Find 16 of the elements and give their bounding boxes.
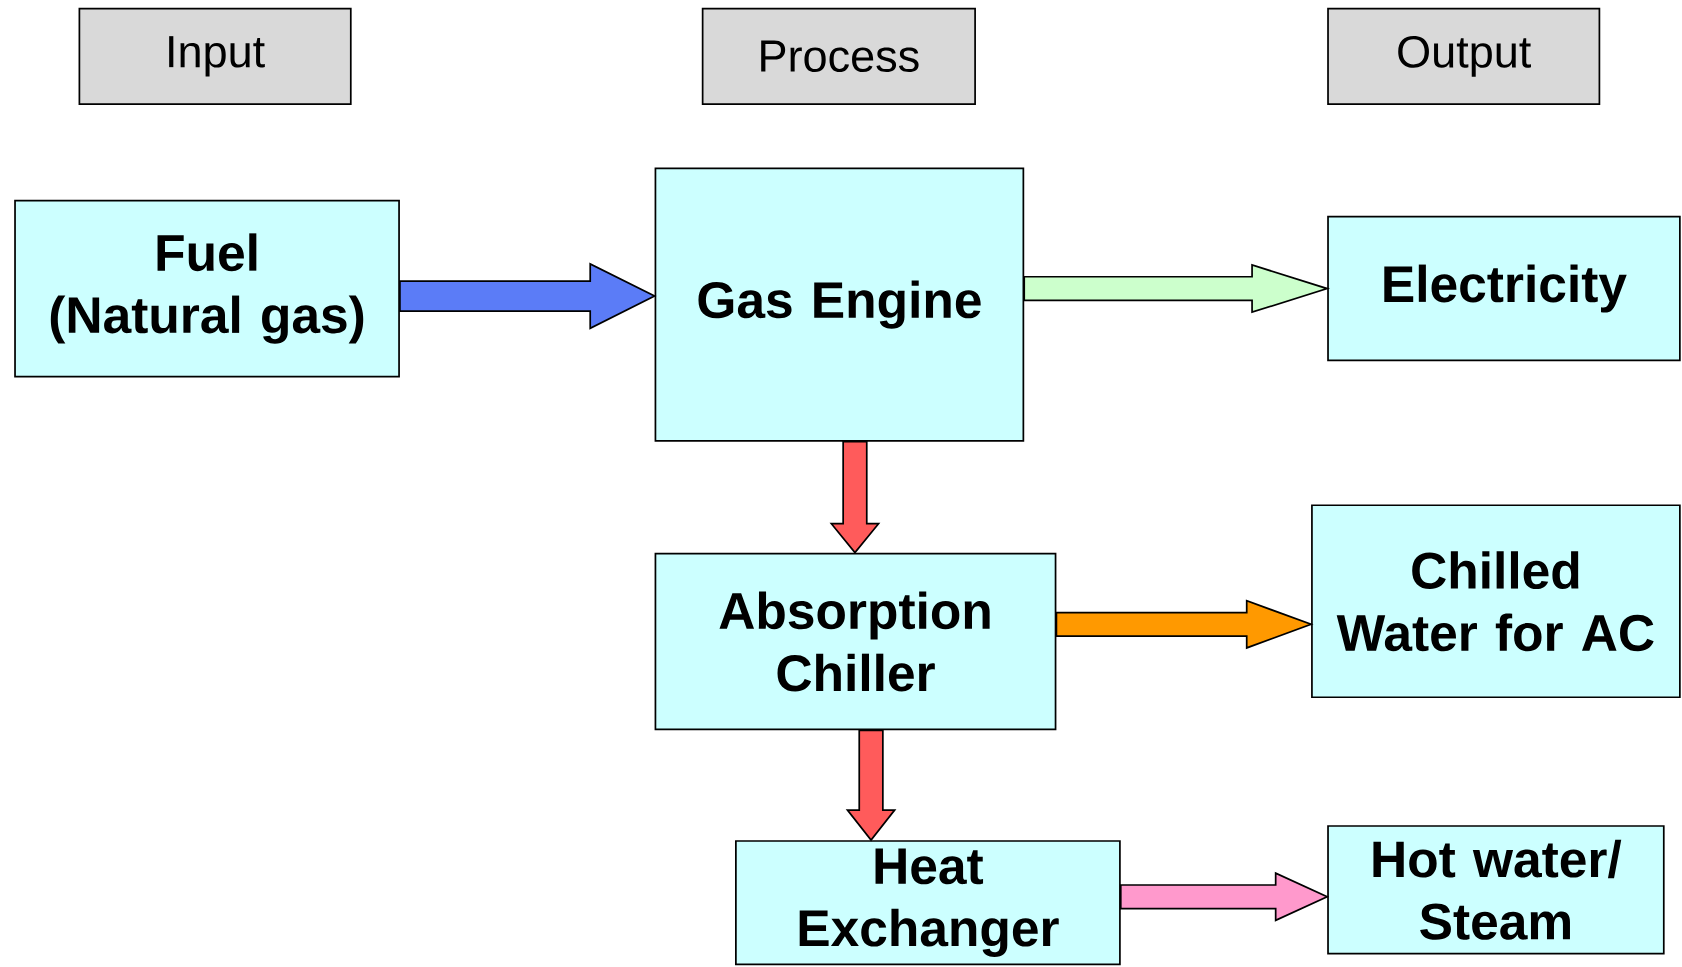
- block-arrow: [1023, 264, 1331, 314]
- header-box: Process: [701, 7, 976, 106]
- block-arrow: [845, 729, 897, 842]
- process-box: Heat Exchanger: [735, 840, 1121, 966]
- process-box: Absorption Chiller: [654, 552, 1057, 731]
- process-box: Electricity: [1327, 216, 1681, 362]
- process-box: Fuel (Natural gas): [14, 200, 400, 378]
- process-box: Gas Engine: [654, 167, 1025, 442]
- block-arrow: [399, 262, 657, 330]
- header-box: Input: [78, 7, 352, 106]
- block-arrow: [1055, 599, 1314, 650]
- process-box: Chilled Water for AC: [1311, 504, 1681, 699]
- process-box: Hot water/ Steam: [1327, 825, 1665, 955]
- block-arrow: [829, 441, 881, 555]
- block-arrow: [1119, 872, 1330, 922]
- header-box: Output: [1327, 7, 1601, 106]
